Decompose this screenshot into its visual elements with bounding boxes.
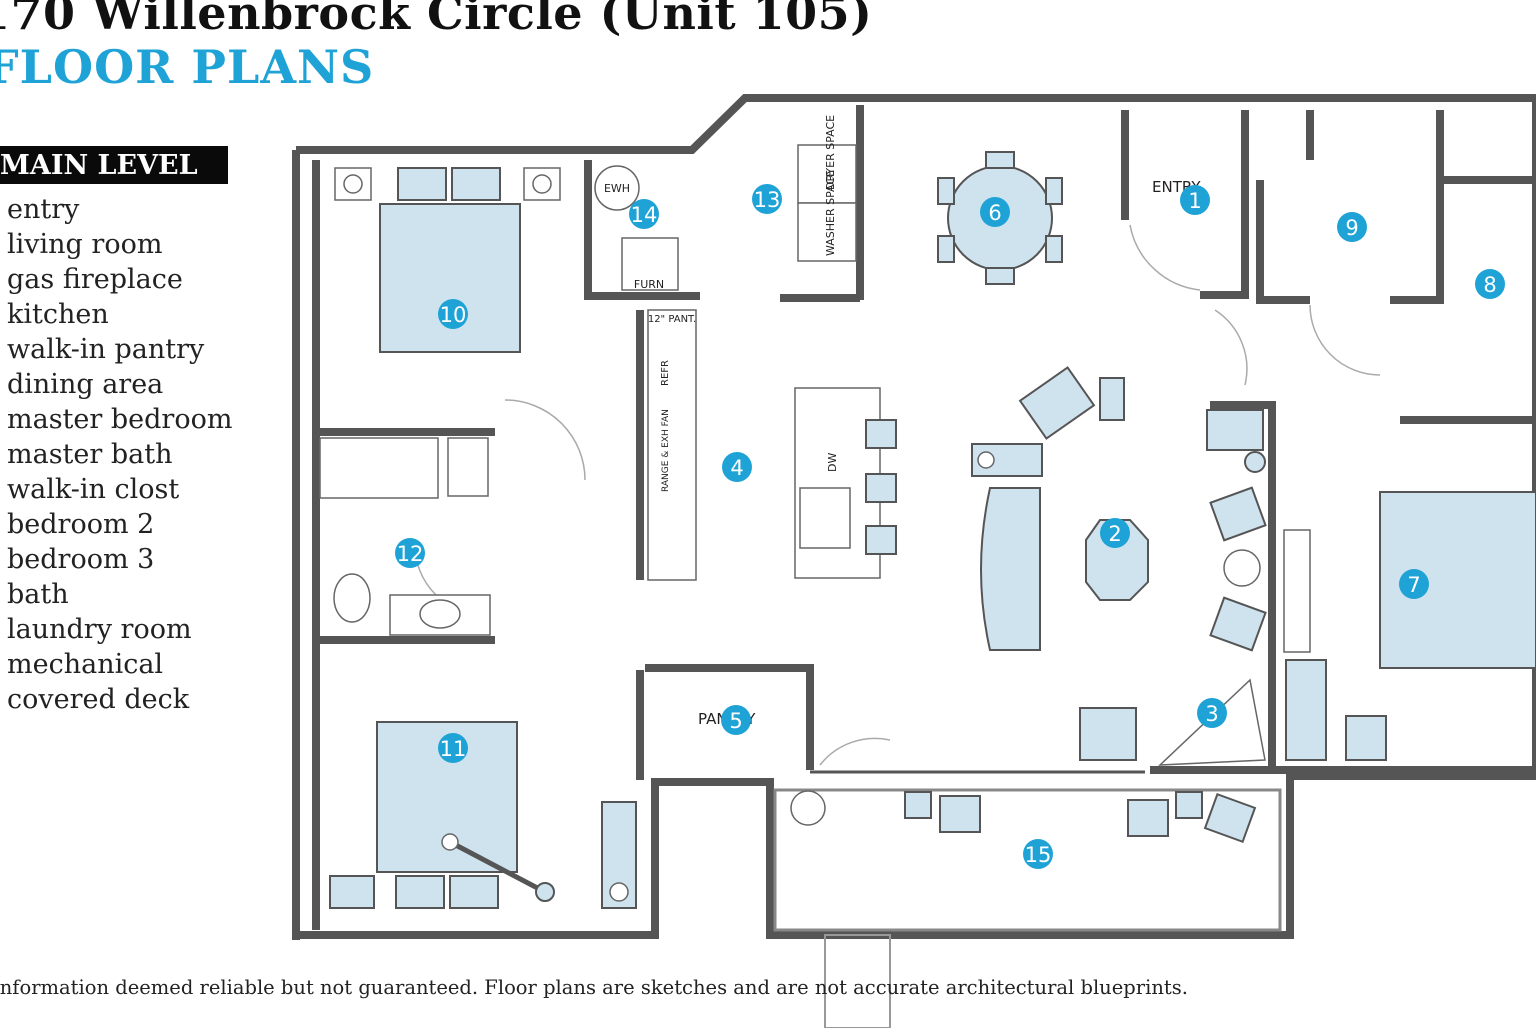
laundry-fixtures: DRYER SPACE WASHER SPACE [797, 115, 857, 262]
covered-deck [773, 788, 1282, 1028]
room-marker-13: 13 [752, 184, 782, 214]
svg-text:11: 11 [440, 737, 467, 761]
bedroom-2-furniture [334, 167, 561, 353]
page-subtitle: FLOOR PLANS [0, 40, 375, 94]
master-bedroom-furniture [1283, 491, 1536, 761]
room-marker-1: 1 [1180, 185, 1210, 215]
svg-text:3: 3 [1205, 702, 1218, 726]
pantry-cabinet-label: 12" PANT. [648, 314, 696, 325]
svg-text:14: 14 [631, 203, 658, 227]
room-marker-8: 8 [1475, 269, 1505, 299]
legend-item: entry [7, 194, 80, 225]
svg-text:4: 4 [730, 456, 743, 480]
legend-item: gas fireplace [7, 264, 183, 295]
legend-item: bedroom 3 [7, 544, 155, 575]
room-marker-11: 11 [438, 733, 468, 763]
bedroom-3-furniture [329, 721, 637, 909]
washer-label: WASHER SPACE [824, 170, 837, 256]
room-markers: 1 2 3 4 5 6 7 8 9 10 11 12 13 14 15 [395, 184, 1505, 869]
room-legend: entry living room gas fireplace kitchen … [7, 192, 232, 717]
ewh-label: EWH [604, 182, 630, 195]
bath-fixtures [319, 437, 491, 636]
legend-item: laundry room [7, 614, 192, 645]
room-marker-6: 6 [980, 197, 1010, 227]
legend-item: master bath [7, 439, 173, 470]
legend-item: dining area [7, 369, 164, 400]
svg-text:15: 15 [1025, 843, 1052, 867]
room-marker-14: 14 [629, 199, 659, 229]
legend-item: master bedroom [7, 404, 233, 435]
svg-text:13: 13 [754, 188, 781, 212]
room-marker-4: 4 [722, 452, 752, 482]
dryer-label: DRYER SPACE [824, 115, 837, 190]
svg-text:2: 2 [1108, 522, 1121, 546]
legend-item: walk-in clost [7, 474, 180, 505]
disclaimer: Information deemed reliable but not guar… [0, 976, 1188, 999]
interior-walls [312, 105, 1536, 930]
dw-label: DW [826, 453, 839, 472]
svg-text:7: 7 [1407, 573, 1420, 597]
legend-item: bath [7, 579, 69, 610]
room-marker-15: 15 [1023, 839, 1053, 869]
room-marker-5: 5 [721, 705, 751, 735]
legend-item: bedroom 2 [7, 509, 155, 540]
room-marker-7: 7 [1399, 569, 1429, 599]
furn-label: FURN [634, 278, 664, 291]
mechanical-fixtures: EWH FURN [594, 165, 679, 291]
legend-item: covered deck [7, 684, 190, 715]
refr-label: REFR [660, 360, 671, 386]
svg-text:9: 9 [1345, 216, 1358, 240]
range-label: RANGE & EXH FAN [661, 409, 671, 492]
svg-text:6: 6 [988, 201, 1001, 225]
room-marker-9: 9 [1337, 212, 1367, 242]
room-marker-10: 10 [438, 299, 468, 329]
svg-text:12: 12 [397, 542, 424, 566]
level-banner: MAIN LEVEL [0, 146, 228, 184]
svg-text:1: 1 [1188, 189, 1201, 213]
svg-text:5: 5 [729, 709, 742, 733]
svg-text:10: 10 [440, 303, 467, 327]
room-marker-12: 12 [395, 538, 425, 568]
legend-item: living room [7, 229, 163, 260]
room-marker-2: 2 [1100, 518, 1130, 548]
exterior-walls [292, 94, 1536, 940]
page-title: 170 Willenbrock Circle (Unit 105) [0, 0, 873, 40]
legend-item: mechanical [7, 649, 164, 680]
legend-item: kitchen [7, 299, 109, 330]
svg-text:8: 8 [1483, 273, 1496, 297]
legend-item: walk-in pantry [7, 334, 205, 365]
room-marker-3: 3 [1197, 698, 1227, 728]
kitchen-fixtures: 12" PANT. REFR RANGE & EXH FAN DW [647, 309, 897, 581]
